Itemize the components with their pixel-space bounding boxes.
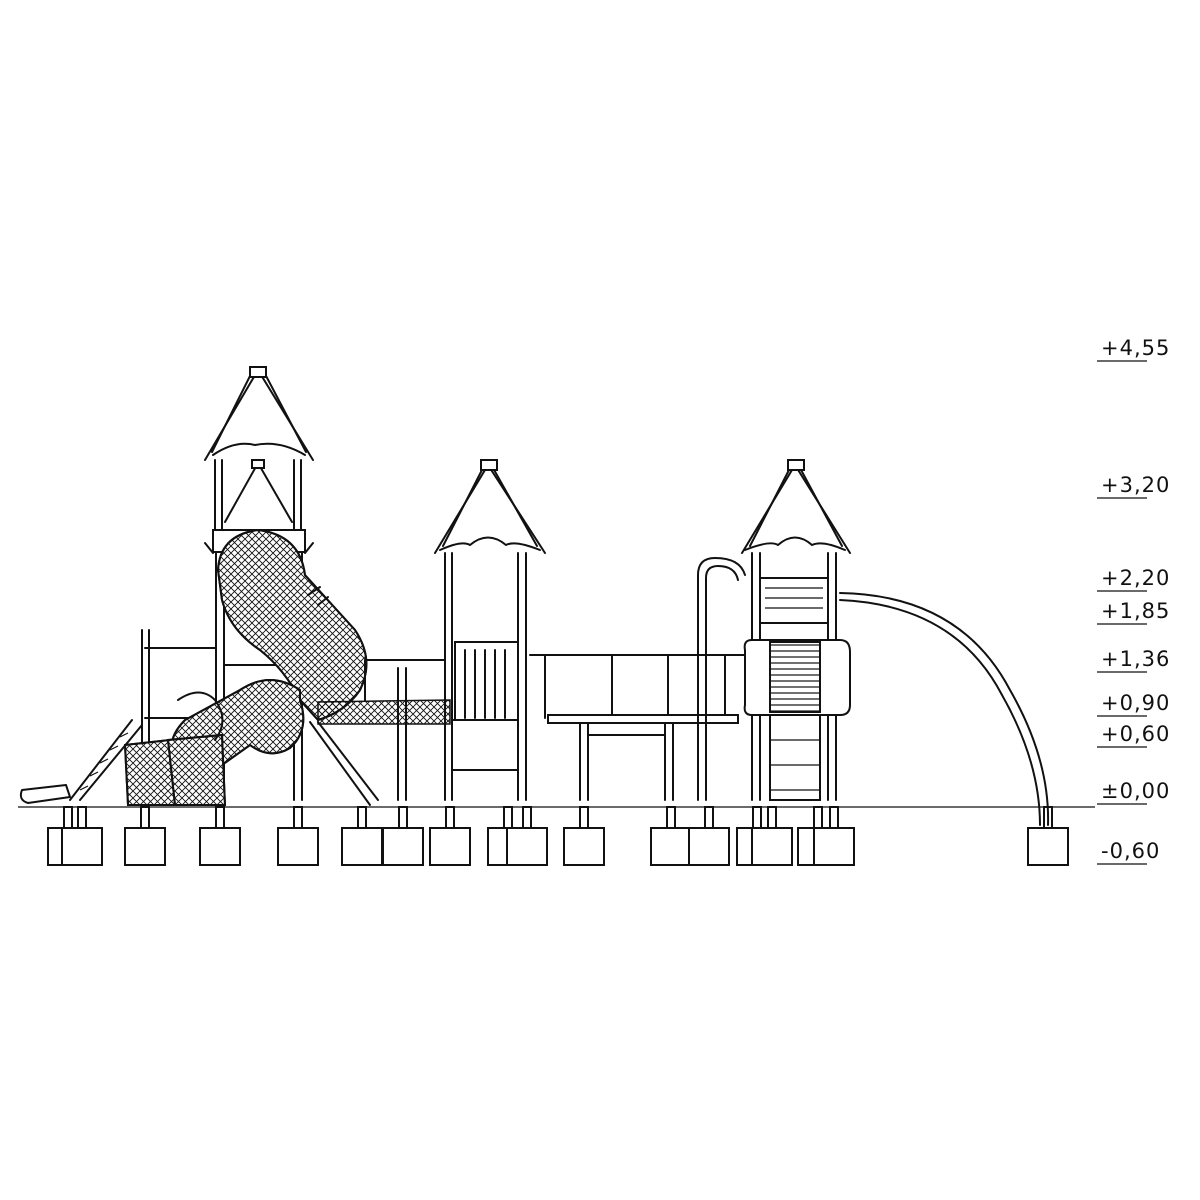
level-label: +4,55 [1101, 336, 1170, 360]
foundation-block [382, 827, 424, 866]
foundation-post [445, 806, 455, 829]
level-markers: +4,55 +3,20 +2,20 +1,85 +1,36 +0,90 +0,60 ±0,00… [1097, 336, 1170, 865]
foundation-blocks [47, 806, 1069, 866]
foundation-post [140, 806, 150, 829]
foundation-block [429, 827, 471, 866]
foundation-block [751, 827, 793, 866]
foundation-block [1027, 827, 1069, 866]
level-label: ±0,00 [1101, 779, 1170, 803]
foundation-post [752, 806, 762, 829]
right-tower [697, 459, 1050, 826]
foundation-block [813, 827, 855, 866]
level-label: -0,60 [1101, 839, 1160, 863]
foundation-block [124, 827, 166, 866]
foundation-block [199, 827, 241, 866]
foundation-post [293, 806, 303, 829]
foundation-block [688, 827, 730, 866]
foundation-post [77, 806, 87, 829]
net-bridge [317, 659, 451, 801]
foundation-block [650, 827, 692, 866]
foundation-post [522, 806, 532, 829]
foundation-block [277, 827, 319, 866]
foundation-block [506, 827, 548, 866]
foundation-post [829, 806, 839, 829]
foundation-post [704, 806, 714, 829]
foundation-post [215, 806, 225, 829]
foundation-post [767, 806, 777, 829]
left-tower [19, 366, 379, 806]
level-label: +1,85 [1101, 599, 1170, 623]
foundation-post [579, 806, 589, 829]
level-label: +2,20 [1101, 566, 1170, 590]
foundation-block [341, 827, 383, 866]
foundation-post [503, 806, 513, 829]
foundation-post [666, 806, 676, 829]
level-label: +0,60 [1101, 722, 1170, 746]
foundation-block [563, 827, 605, 866]
middle-tower [434, 459, 546, 801]
foundation-post [398, 806, 408, 829]
foundation-post [357, 806, 367, 829]
level-label: +0,90 [1101, 691, 1170, 715]
level-label: +3,20 [1101, 473, 1170, 497]
foundation-post [813, 806, 823, 829]
rope-bridge [529, 654, 746, 801]
level-label: +1,36 [1101, 647, 1170, 671]
foundation-post [63, 806, 73, 829]
foundation-block [61, 827, 103, 866]
